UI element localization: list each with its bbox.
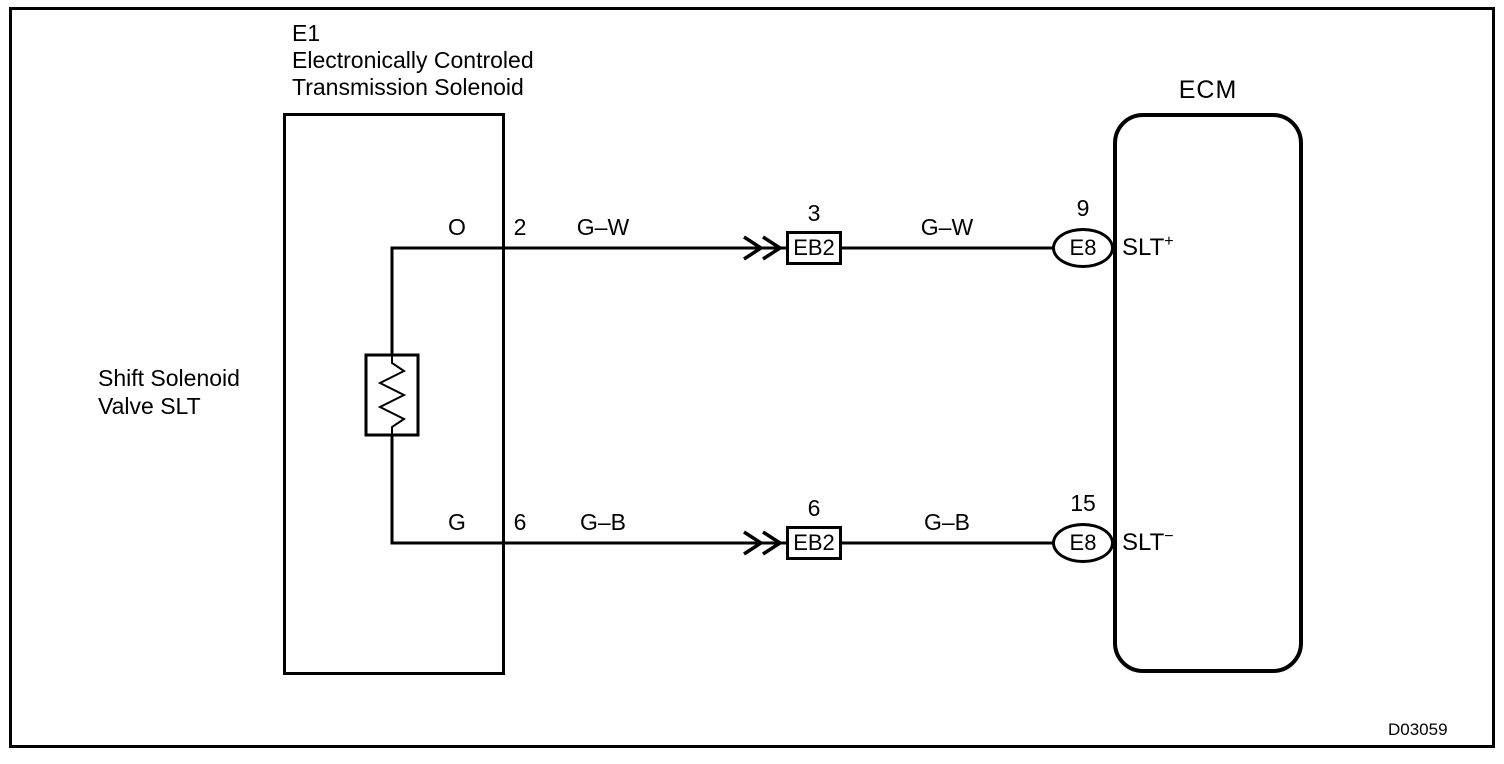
- solenoid-pin-top: 2: [513, 214, 527, 240]
- solenoid-pin-bottom: 6: [513, 509, 527, 535]
- signal-sign-top: +: [1164, 233, 1174, 250]
- wire-color-left-bottom: G–B: [579, 509, 627, 535]
- ecm-title: ECM: [1178, 76, 1238, 104]
- solenoid-component-box: [283, 113, 505, 675]
- shift-solenoid-label: Shift Solenoid Valve SLT: [98, 364, 240, 420]
- solenoid-coil-box: [364, 353, 420, 437]
- signal-base-top: SLT: [1122, 234, 1165, 261]
- signal-base-bottom: SLT: [1122, 529, 1165, 556]
- connector-arrow-icon-top: [743, 235, 784, 261]
- wire-color-left-top: G–W: [576, 214, 630, 240]
- terminal-letter-top: O: [448, 214, 466, 240]
- junction-connector-bottom: EB2: [786, 526, 842, 560]
- signal-sign-bottom: −: [1164, 528, 1174, 545]
- ecm-box: [1113, 113, 1303, 673]
- wire-color-right-bottom: G–B: [923, 509, 971, 535]
- terminal-letter-bottom: G: [448, 509, 466, 535]
- connector-arrow-icon-bottom: [743, 530, 784, 556]
- ecm-connector-bottom: E8: [1052, 523, 1114, 563]
- shift-solenoid-label-line1: Shift Solenoid: [98, 365, 240, 391]
- solenoid-header: E1 Electronically Controled Transmission…: [292, 20, 534, 101]
- figure-id: D03059: [1388, 720, 1448, 739]
- ecm-signal-bottom: SLT−: [1122, 528, 1174, 557]
- solenoid-name-line2: Transmission Solenoid: [292, 74, 524, 100]
- shift-solenoid-label-line2: Valve SLT: [98, 393, 201, 419]
- ecm-signal-top: SLT+: [1122, 233, 1174, 262]
- ecm-pin-bottom: 15: [1070, 490, 1096, 516]
- junction-connector-top: EB2: [786, 231, 842, 265]
- wire-color-right-top: G–W: [920, 214, 974, 240]
- diagram-border: [9, 7, 1495, 748]
- solenoid-connector-code: E1: [292, 20, 321, 46]
- junction-pin-top: 3: [807, 200, 821, 226]
- ecm-pin-top: 9: [1076, 195, 1090, 221]
- solenoid-coil-zigzag-icon: [377, 355, 407, 435]
- junction-pin-bottom: 6: [807, 495, 821, 521]
- ecm-connector-top: E8: [1052, 228, 1114, 268]
- solenoid-name-line1: Electronically Controled: [292, 47, 534, 73]
